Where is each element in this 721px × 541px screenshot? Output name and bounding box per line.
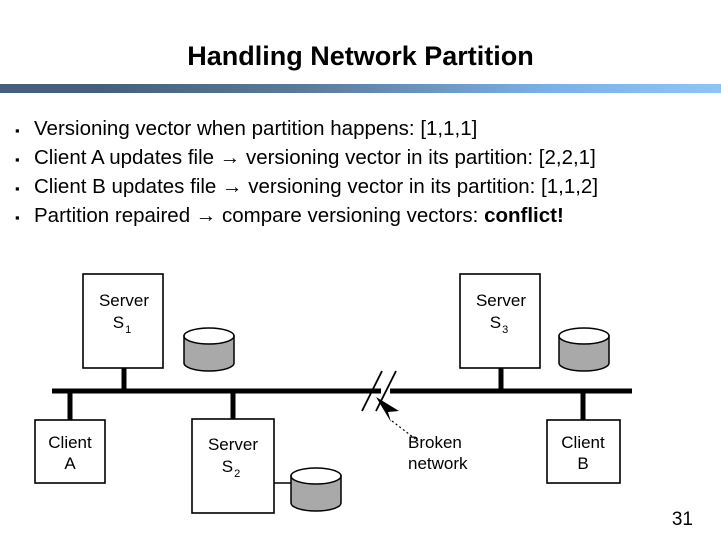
node-server-s2: Server S2 xyxy=(191,418,275,514)
node-server-s2-line1: Server xyxy=(208,435,258,454)
list-item-text: Versioning vector when partition happens… xyxy=(34,117,478,140)
bullet-square-icon: ▪ xyxy=(15,181,20,196)
bullet-list: ▪ Versioning vector when partition happe… xyxy=(10,114,710,230)
list-item: ▪ Versioning vector when partition happe… xyxy=(10,114,710,143)
page-number: 31 xyxy=(671,509,693,530)
node-server-s1: Server S1 xyxy=(82,273,164,369)
node-server-s3-line2: S xyxy=(490,313,501,332)
page-title: Handling Network Partition xyxy=(187,41,534,71)
svg-text:Client: Client xyxy=(48,433,92,452)
list-item: ▪ Client A updates file → versioning vec… xyxy=(10,143,710,172)
node-server-s3-line1: Server xyxy=(476,291,526,310)
list-item-emphasis: conflict! xyxy=(484,204,564,227)
node-server-s3-sub: 3 xyxy=(502,324,508,336)
svg-text:S1: S1 xyxy=(113,313,131,336)
svg-text:S3: S3 xyxy=(490,313,508,336)
svg-text:Server: Server xyxy=(99,291,149,310)
title-divider xyxy=(0,84,721,93)
bullet-square-icon: ▪ xyxy=(15,152,20,167)
network-break-icon xyxy=(361,370,397,412)
callout-arrow-icon xyxy=(376,397,399,422)
callout-leader-line xyxy=(391,420,419,442)
svg-text:A: A xyxy=(64,454,76,473)
svg-text:S2: S2 xyxy=(222,457,240,480)
list-item-text: Client B updates file → versioning vecto… xyxy=(34,175,599,198)
node-client-a: Client A xyxy=(34,419,106,484)
list-item: ▪ Client B updates file → versioning vec… xyxy=(10,172,710,201)
bullet-square-icon: ▪ xyxy=(15,123,20,138)
svg-text:B: B xyxy=(577,454,588,473)
svg-text:network: network xyxy=(408,454,468,473)
node-client-a-line1: Client xyxy=(48,433,92,452)
node-client-b-line2: B xyxy=(577,454,588,473)
node-server-s1-line2: S xyxy=(113,313,124,332)
bullet-square-icon: ▪ xyxy=(15,210,20,225)
disk-server-s3 xyxy=(558,327,610,372)
disk-server-s2 xyxy=(290,467,342,512)
svg-text:Server: Server xyxy=(208,435,258,454)
node-client-b: Client B xyxy=(546,419,621,484)
list-item-text: Client A updates file → versioning vecto… xyxy=(34,146,596,169)
broken-network-callout: Broken network xyxy=(376,397,468,473)
node-server-s2-sub: 2 xyxy=(234,468,240,480)
network-partition-diagram: Server S1 Server S3 C xyxy=(0,255,721,520)
node-server-s1-sub: 1 xyxy=(125,324,131,336)
node-server-s2-line2: S xyxy=(222,457,233,476)
node-client-a-line2: A xyxy=(64,454,76,473)
broken-network-line2: network xyxy=(408,454,468,473)
svg-text:Server: Server xyxy=(476,291,526,310)
node-server-s3: Server S3 xyxy=(459,273,541,369)
disk-server-s1 xyxy=(183,327,235,372)
node-client-b-line1: Client xyxy=(561,433,605,452)
broken-network-line1: Broken xyxy=(408,433,462,452)
list-item: ▪ Partition repaired → compare versionin… xyxy=(10,201,710,230)
node-server-s1-line1: Server xyxy=(99,291,149,310)
list-item-text: Partition repaired → compare versioning … xyxy=(34,204,564,227)
svg-text:Client: Client xyxy=(561,433,605,452)
svg-text:Broken: Broken xyxy=(408,433,462,452)
